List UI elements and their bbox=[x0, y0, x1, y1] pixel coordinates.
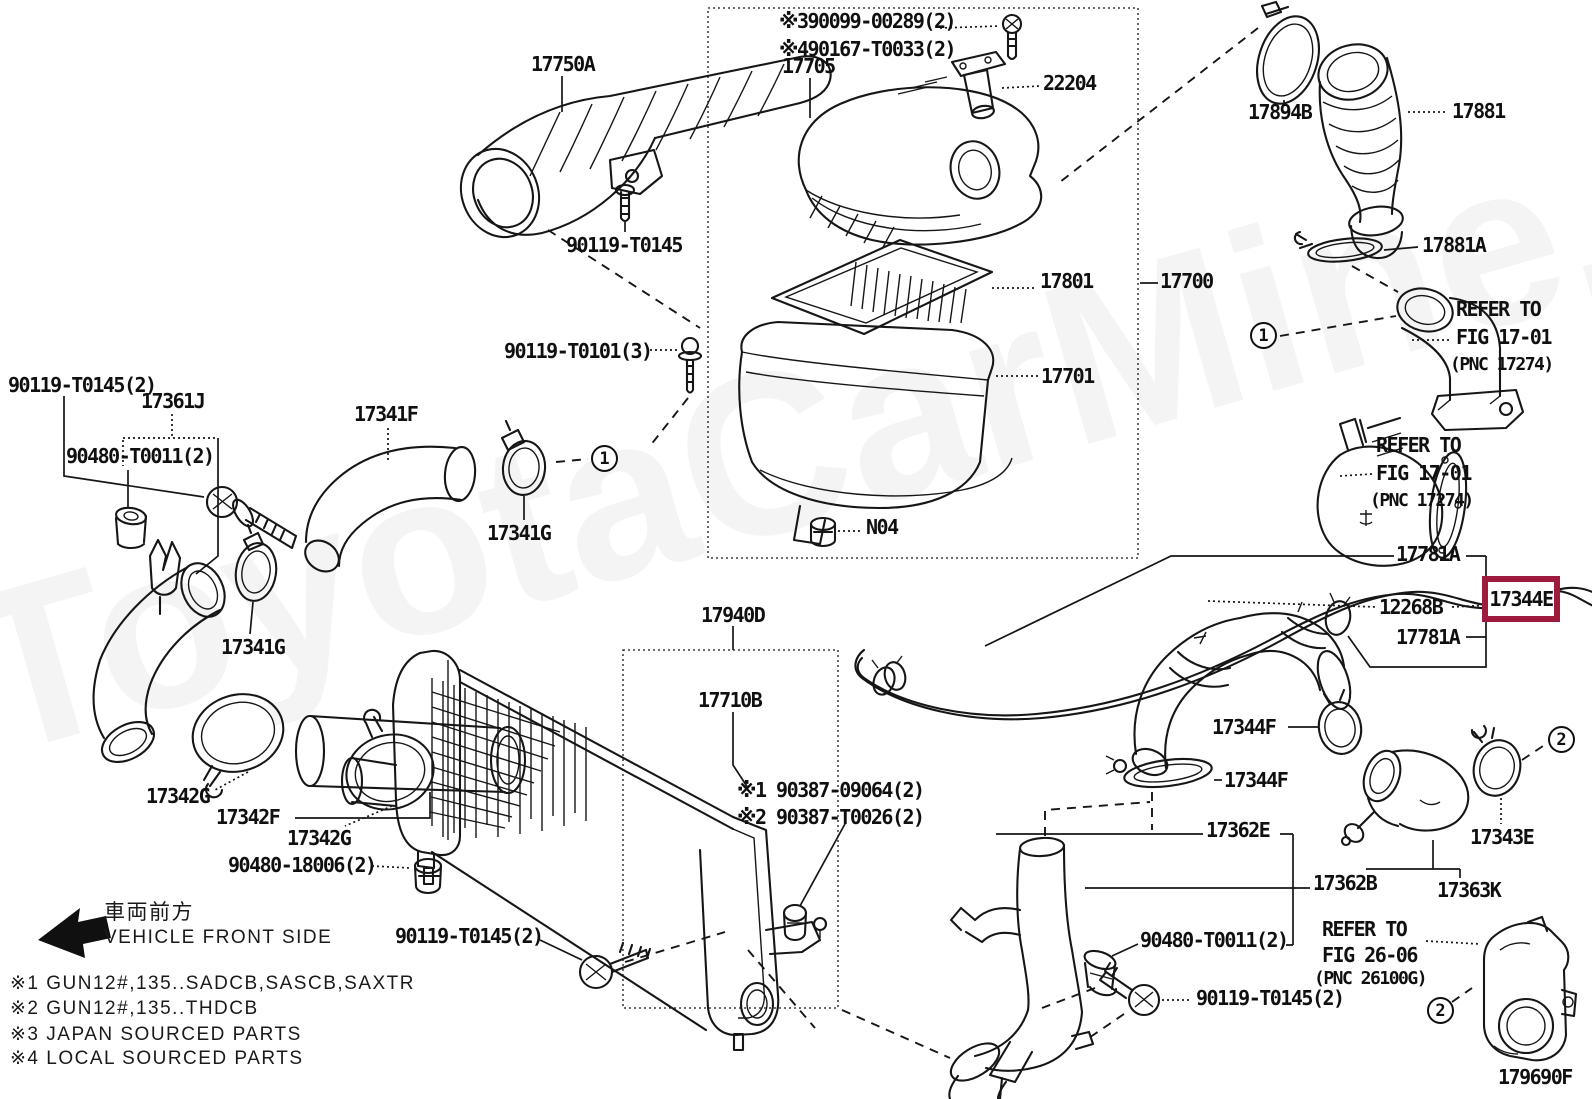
air-hose-17341F-drawing bbox=[304, 419, 589, 573]
air-inlet-duct-drawing bbox=[459, 55, 832, 329]
refer-to-fig-17-01-line2[interactable]: FIG 17-01 bbox=[1456, 325, 1552, 349]
air-hose-17881-drawing bbox=[1293, 43, 1448, 293]
refer-to-fig-26-06-pnc: (PNC 26100G) bbox=[1314, 968, 1428, 989]
intake-pipe-17361J-drawing bbox=[63, 396, 298, 764]
refer-to-fig-17-01b-line1: REFER TO bbox=[1376, 433, 1462, 457]
air-cleaner-cap-drawing bbox=[797, 13, 1043, 250]
part-label-17341f[interactable]: 17341F bbox=[354, 402, 419, 426]
vehicle-front-arrow bbox=[38, 908, 111, 958]
lower-case-drawing bbox=[649, 320, 1038, 548]
refer-to-fig-17-01b-pnc: (PNC 17274) bbox=[1370, 490, 1474, 511]
air-inlet-17343E-drawing bbox=[1340, 724, 1547, 878]
throttle-body-drawing bbox=[1425, 915, 1578, 1062]
part-label-17894b[interactable]: 17894B bbox=[1248, 100, 1313, 124]
part-label-17700[interactable]: 17700 bbox=[1160, 269, 1214, 293]
part-label-17781a-top[interactable]: 17781A bbox=[1396, 542, 1461, 566]
part-label-17342g-1[interactable]: 17342G bbox=[146, 784, 211, 808]
highlighted-part-box-17344e[interactable]: 17344E bbox=[1482, 576, 1560, 622]
part-label-17781a-bottom[interactable]: 17781A bbox=[1396, 625, 1461, 649]
part-label-17342g-2[interactable]: 17342G bbox=[287, 826, 352, 850]
part-label-490167-t0033[interactable]: ※490167-T0033(2) bbox=[779, 37, 957, 61]
note-4: ※4 LOCAL SOURCED PARTS bbox=[10, 1048, 304, 1069]
diagram-code: 179690F bbox=[1498, 1065, 1573, 1089]
part-label-390099-00289[interactable]: ※390099-00289(2) bbox=[779, 9, 957, 33]
part-label-90480-18006[interactable]: 90480-18006(2) bbox=[228, 853, 377, 877]
intercooler-drawing bbox=[340, 626, 951, 1059]
part-label-17750a[interactable]: 17750A bbox=[531, 52, 596, 76]
air-cleaner-group-box bbox=[707, 7, 1139, 559]
part-label-17701[interactable]: 17701 bbox=[1041, 364, 1095, 388]
vehicle-front-side-en: VEHICLE FRONT SIDE bbox=[104, 927, 333, 948]
part-label-17881a[interactable]: 17881A bbox=[1422, 233, 1487, 257]
part-label-17705[interactable]: 17705 bbox=[782, 54, 836, 78]
part-label-90119-t0145[interactable]: 90119-T0145 bbox=[566, 233, 683, 257]
callout-circle-1-right[interactable]: 1 bbox=[1250, 322, 1277, 349]
part-label-90119-t0145-center[interactable]: 90119-T0145(2) bbox=[395, 924, 544, 948]
vehicle-front-side-jp: 車両前方 bbox=[104, 901, 194, 924]
part-label-17362b[interactable]: 17362B bbox=[1313, 871, 1378, 895]
part-label-12268b[interactable]: 12268B bbox=[1379, 595, 1444, 619]
part-label-90119-t0145-left[interactable]: 90119-T0145(2) bbox=[8, 373, 157, 397]
part-label-90387-09064[interactable]: ※1 90387-09064(2) bbox=[737, 778, 925, 802]
part-label-17343e[interactable]: 17343E bbox=[1470, 825, 1535, 849]
note-3: ※3 JAPAN SOURCED PARTS bbox=[10, 1024, 302, 1045]
note-2: ※2 GUN12#,135..THDCB bbox=[10, 998, 259, 1019]
part-label-17342f[interactable]: 17342F bbox=[216, 805, 281, 829]
part-label-17881[interactable]: 17881 bbox=[1452, 99, 1506, 123]
clamp-17894B-drawing bbox=[1059, 0, 1320, 183]
part-label-90387-t0026[interactable]: ※2 90387-T0026(2) bbox=[737, 805, 925, 829]
part-label-17801[interactable]: 17801 bbox=[1040, 269, 1094, 293]
part-label-90119-t0101[interactable]: 90119-T0101(3) bbox=[504, 339, 653, 363]
refer-to-fig-17-01-line1: REFER TO bbox=[1456, 297, 1542, 321]
part-label-17341g-center[interactable]: 17341G bbox=[487, 521, 552, 545]
callout-circle-1-center[interactable]: 1 bbox=[591, 445, 618, 472]
part-label-17363k[interactable]: 17363K bbox=[1437, 878, 1502, 902]
part-label-17344f-1[interactable]: 17344F bbox=[1212, 715, 1277, 739]
refer-to-fig-26-06-line1: REFER TO bbox=[1322, 917, 1408, 941]
part-label-90480-t0011-left[interactable]: 90480-T0011(2) bbox=[66, 444, 215, 468]
note-1: ※1 GUN12#,135..SADCB,SASCB,SAXTR bbox=[10, 973, 416, 994]
part-label-17362e[interactable]: 17362E bbox=[1206, 818, 1271, 842]
part-label-17344f-2[interactable]: 17344F bbox=[1224, 768, 1289, 792]
hose-17342-drawing bbox=[191, 693, 527, 895]
air-pipe-17362-drawing bbox=[948, 833, 1310, 1099]
part-label-17710b[interactable]: 17710B bbox=[698, 688, 763, 712]
part-label-17940d[interactable]: 17940D bbox=[701, 603, 766, 627]
part-label-n04[interactable]: N04 bbox=[866, 515, 899, 539]
part-label-17344e[interactable]: 17344E bbox=[1489, 587, 1554, 611]
refer-to-fig-26-06-line2[interactable]: FIG 26-06 bbox=[1322, 943, 1418, 967]
part-label-22204[interactable]: 22204 bbox=[1043, 71, 1097, 95]
part-label-17341g-left[interactable]: 17341G bbox=[221, 635, 286, 659]
part-label-17361j[interactable]: 17361J bbox=[141, 389, 206, 413]
callout-circle-2-top[interactable]: 2 bbox=[1548, 726, 1575, 753]
resonator-pipe-drawing bbox=[1279, 287, 1525, 567]
refer-to-fig-17-01-pnc: (PNC 17274) bbox=[1450, 354, 1554, 375]
air-hose-17363K-drawing bbox=[1044, 601, 1363, 836]
filter-element-drawing bbox=[770, 238, 1158, 336]
refer-to-fig-17-01b-line2[interactable]: FIG 17-01 bbox=[1376, 461, 1472, 485]
vacuum-hose-12268B-drawing bbox=[854, 555, 1592, 721]
part-label-90480-t0011-right[interactable]: 90480-T0011(2) bbox=[1140, 928, 1289, 952]
part-label-90119-t0145-right[interactable]: 90119-T0145(2) bbox=[1196, 986, 1345, 1010]
callout-circle-2-bottom[interactable]: 2 bbox=[1427, 997, 1454, 1024]
